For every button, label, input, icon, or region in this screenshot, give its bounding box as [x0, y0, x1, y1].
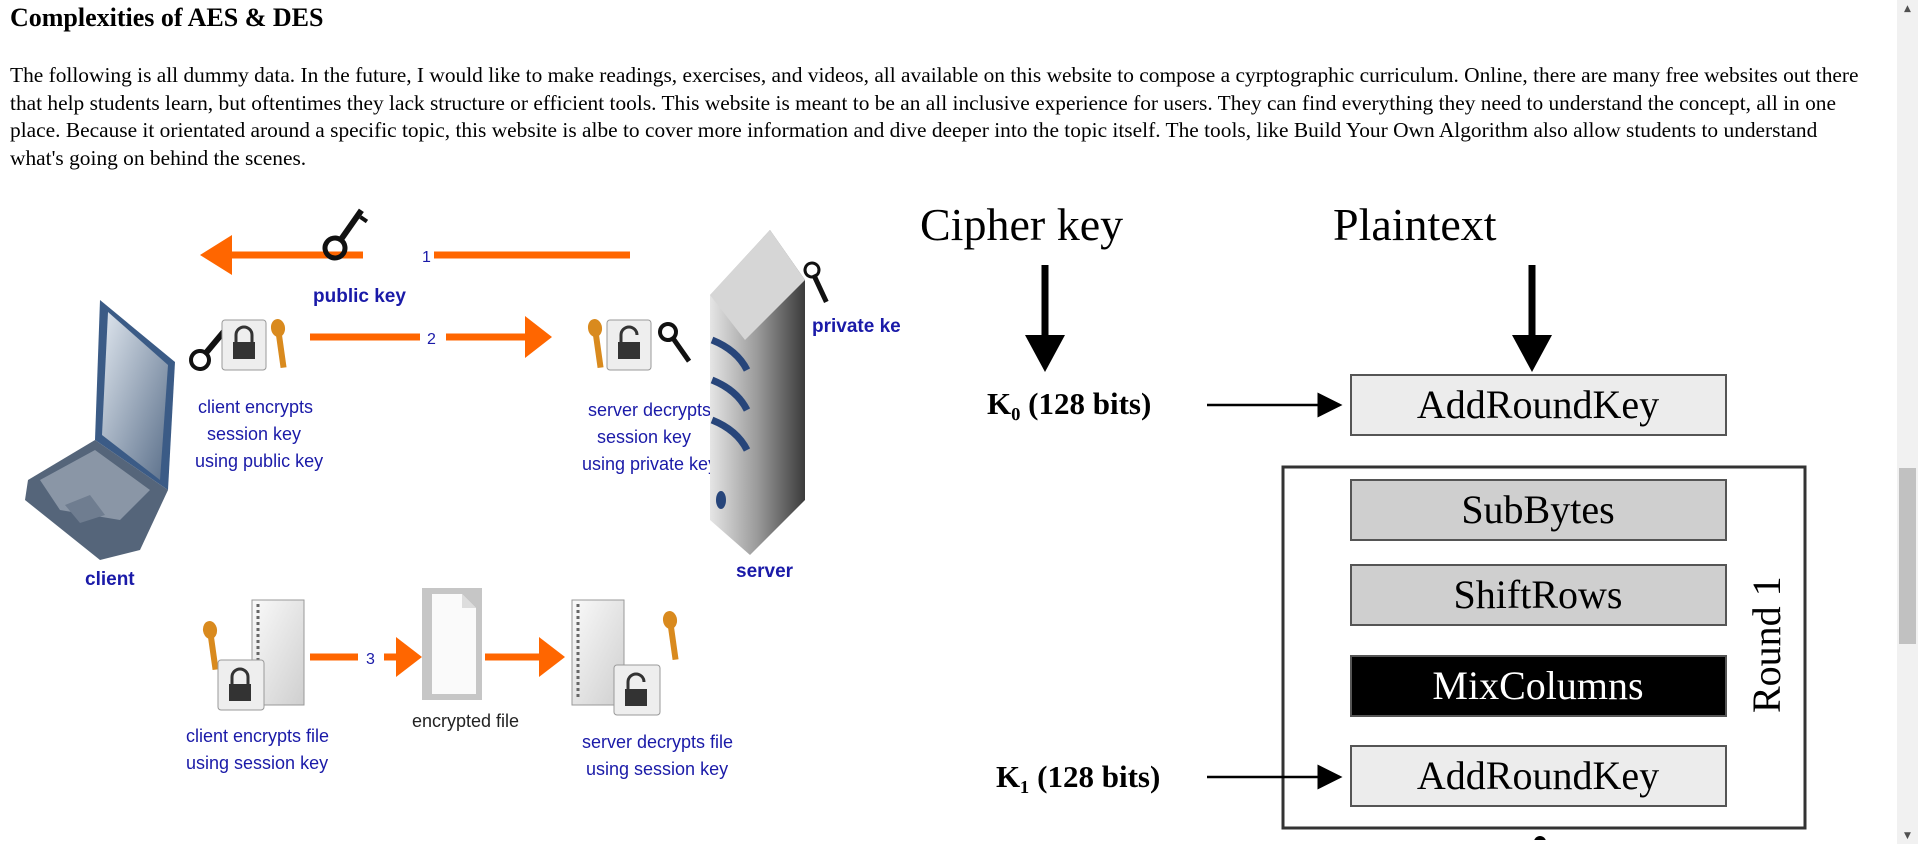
aes-round-diagram: Cipher key Plaintext K₀ (128 bits) AddRo… [920, 199, 1807, 840]
mix-columns-label: MixColumns [1432, 663, 1643, 708]
round1-container [1281, 465, 1807, 830]
server-file-lock [571, 599, 679, 716]
plaintext-label: Plaintext [1333, 199, 1497, 250]
server-decrypts-key-line2: session key [597, 427, 691, 447]
server-decrypts-key-line3: using private key [582, 454, 717, 474]
step3-number: 3 [366, 651, 375, 668]
continuation-dot [1534, 836, 1546, 840]
round-label: Round 1 [1744, 576, 1789, 713]
shift-rows-box [1350, 564, 1727, 626]
server-decrypts-key-line1: server decrypts [588, 400, 711, 420]
figures-row: 1 public key client [0, 190, 1900, 840]
add-round-key-label-2: AddRoundKey [1417, 753, 1659, 798]
scroll-up-icon[interactable]: ▲ [1904, 3, 1911, 14]
add-round-key-label: AddRoundKey [1417, 382, 1659, 427]
server-decrypts-file-line1: server decrypts file [582, 732, 733, 752]
encrypted-file-icon [422, 588, 482, 700]
client-encrypts-file-line2: using session key [186, 753, 328, 773]
add-round-key-box [1350, 374, 1727, 436]
add-round-key-box-2 [1350, 745, 1727, 807]
step1-arrow [200, 235, 630, 275]
hybrid-encryption-diagram: 1 public key client [25, 208, 900, 779]
private-key-label: private key [812, 316, 900, 337]
client-file-lock [202, 599, 305, 711]
client-encrypts-key-line3: using public key [195, 451, 323, 471]
sub-bytes-label: SubBytes [1461, 487, 1614, 532]
server-icon [710, 230, 829, 555]
client-encrypts-file-line1: client encrypts file [186, 726, 329, 746]
step2-arrow [310, 316, 552, 358]
shift-rows-label: ShiftRows [1454, 572, 1623, 617]
plaintext-arrow [1512, 265, 1552, 372]
sub-bytes-box [1350, 479, 1727, 541]
encrypted-file-label: encrypted file [412, 711, 519, 731]
public-key-label: public key [313, 286, 406, 307]
black-key-icon [322, 208, 369, 261]
client-lock-keys [189, 319, 287, 371]
cipher-key-label: Cipher key [920, 199, 1123, 250]
vertical-scrollbar[interactable]: ▲ ▼ [1897, 0, 1918, 844]
server-lock-keys [587, 319, 692, 371]
scrollbar-thumb[interactable] [1899, 468, 1916, 644]
step2-number: 2 [427, 331, 436, 348]
intro-paragraph: The following is all dummy data. In the … [10, 63, 1859, 170]
server-decrypts-file-line2: using session key [586, 759, 728, 779]
k0-label: K₀ (128 bits) [987, 386, 1151, 421]
k1-label: K₁ (128 bits) [996, 759, 1160, 794]
page-title: Complexities of AES & DES [10, 3, 324, 32]
client-label: client [85, 569, 135, 590]
client-encrypts-key-line1: client encrypts [198, 397, 313, 417]
step3-arrow [310, 637, 565, 677]
mix-columns-box [1350, 655, 1727, 717]
laptop-icon [25, 300, 175, 560]
cipher-key-arrow [1025, 265, 1065, 372]
page-content: Complexities of AES & DES The following … [10, 0, 1880, 172]
server-label: server [736, 561, 794, 582]
client-encrypts-key-line2: session key [207, 424, 301, 444]
scroll-down-icon[interactable]: ▼ [1904, 830, 1911, 841]
step1-number: 1 [422, 249, 431, 266]
